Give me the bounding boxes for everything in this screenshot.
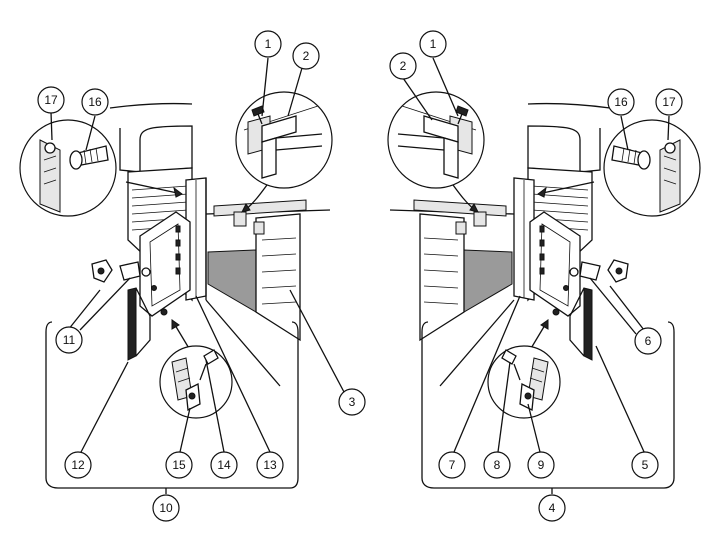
callout-10-label: 10: [159, 501, 173, 515]
left-screw-detail: [159, 345, 233, 419]
callout-17-right-label: 17: [662, 95, 676, 109]
callout-14-label: 14: [217, 458, 231, 472]
callout-12-label: 12: [71, 458, 85, 472]
callout-15: 15: [165, 451, 193, 479]
right-cabinet: [389, 102, 629, 387]
left-group-bracket: [45, 321, 299, 489]
callout-2-right: 2: [389, 52, 417, 80]
right-screw-detail: [487, 345, 561, 419]
callout-8-label: 8: [494, 458, 501, 472]
callout-9-label: 9: [538, 458, 545, 472]
callout-16-right: 16: [607, 88, 635, 116]
callout-16-left-label: 16: [88, 95, 102, 109]
callout-16-left: 16: [81, 88, 109, 116]
callout-9: 9: [527, 451, 555, 479]
callout-5-label: 5: [642, 458, 649, 472]
callout-3: 3: [338, 388, 366, 416]
callout-17-right: 17: [655, 88, 683, 116]
callout-6: 6: [634, 327, 662, 355]
callout-5: 5: [631, 451, 659, 479]
callout-13-label: 13: [263, 458, 277, 472]
right-group-bracket: [421, 321, 675, 489]
callout-10: 10: [152, 494, 180, 522]
callout-2-left: 2: [292, 42, 320, 70]
callout-12: 12: [64, 451, 92, 479]
callout-1-left-label: 1: [265, 37, 272, 51]
callout-15-label: 15: [172, 458, 186, 472]
callout-1-left: 1: [254, 30, 282, 58]
callout-8: 8: [483, 451, 511, 479]
callout-11-label: 11: [63, 333, 76, 347]
callout-11: 11: [55, 326, 83, 354]
callout-4: 4: [538, 494, 566, 522]
callout-16-right-label: 16: [614, 95, 628, 109]
callout-13: 13: [256, 451, 284, 479]
left-cabinet: [91, 102, 331, 387]
callout-6-label: 6: [645, 334, 652, 348]
right-bolt-detail: [603, 119, 701, 217]
left-bracket-detail: [235, 91, 333, 189]
callout-17-left-label: 17: [44, 93, 58, 107]
right-leader-lines: [402, 57, 670, 494]
right-bracket-detail: [387, 91, 485, 189]
callout-1-right-label: 1: [430, 37, 437, 51]
callout-4-label: 4: [549, 501, 556, 515]
callout-17-left: 17: [37, 86, 65, 114]
callout-3-label: 3: [349, 395, 356, 409]
callout-2-right-label: 2: [400, 59, 407, 73]
callout-1-right: 1: [419, 30, 447, 58]
callout-7-label: 7: [449, 458, 456, 472]
left-leader-lines: [50, 57, 345, 494]
callout-14: 14: [210, 451, 238, 479]
callout-2-left-label: 2: [303, 49, 310, 63]
left-bolt-detail: [19, 119, 117, 217]
callout-7: 7: [438, 451, 466, 479]
